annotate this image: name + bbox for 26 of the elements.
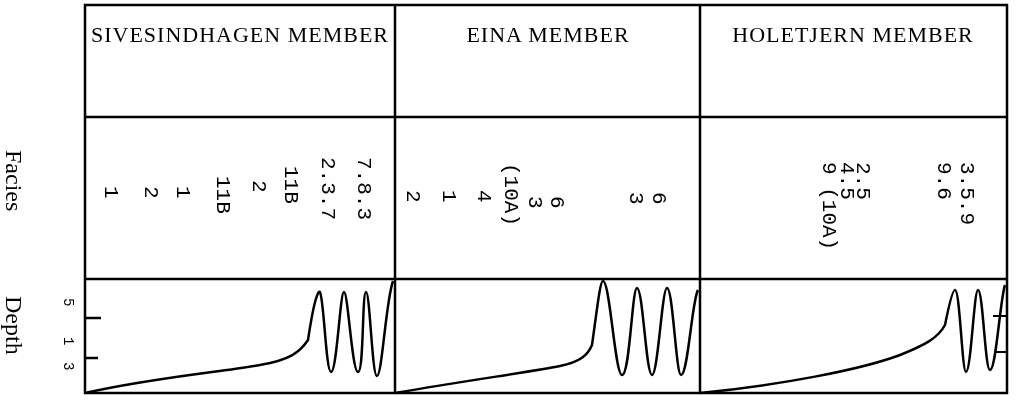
column-heading: HOLETJERN MEMBER: [731, 22, 975, 48]
facies-code: 7.8.3: [351, 157, 375, 220]
facies-code: 11B: [278, 166, 302, 204]
facies-code: 1: [98, 186, 122, 199]
scale-label: 3: [61, 362, 75, 371]
row-heading: Facies: [2, 150, 26, 212]
facies-code: 11B: [210, 176, 234, 214]
facies-code: 3.5.9: [954, 162, 978, 225]
facies-code: 3: [623, 192, 647, 205]
facies-code: 1: [436, 190, 460, 203]
facies-code: 4: [471, 190, 495, 203]
facies-code: 2.3.7: [315, 157, 339, 220]
facies-code: 6: [646, 192, 670, 205]
facies-code: 2: [400, 190, 424, 203]
facies-code: 2: [246, 180, 270, 193]
facies-code: 2: [138, 186, 162, 199]
facies-code: 9.6: [931, 162, 955, 200]
row-heading: Depth: [2, 296, 26, 355]
scale-label: 5: [61, 298, 75, 307]
facies-code: 6: [544, 196, 568, 209]
facies-code: (10A): [498, 163, 522, 226]
column-heading: SIVESINDHAGEN MEMBER: [90, 22, 390, 48]
facies-code: 3: [522, 196, 546, 209]
facies-code: 1: [170, 186, 194, 199]
column-heading: EINA MEMBER: [465, 22, 631, 48]
scale-label: 1: [61, 337, 75, 346]
